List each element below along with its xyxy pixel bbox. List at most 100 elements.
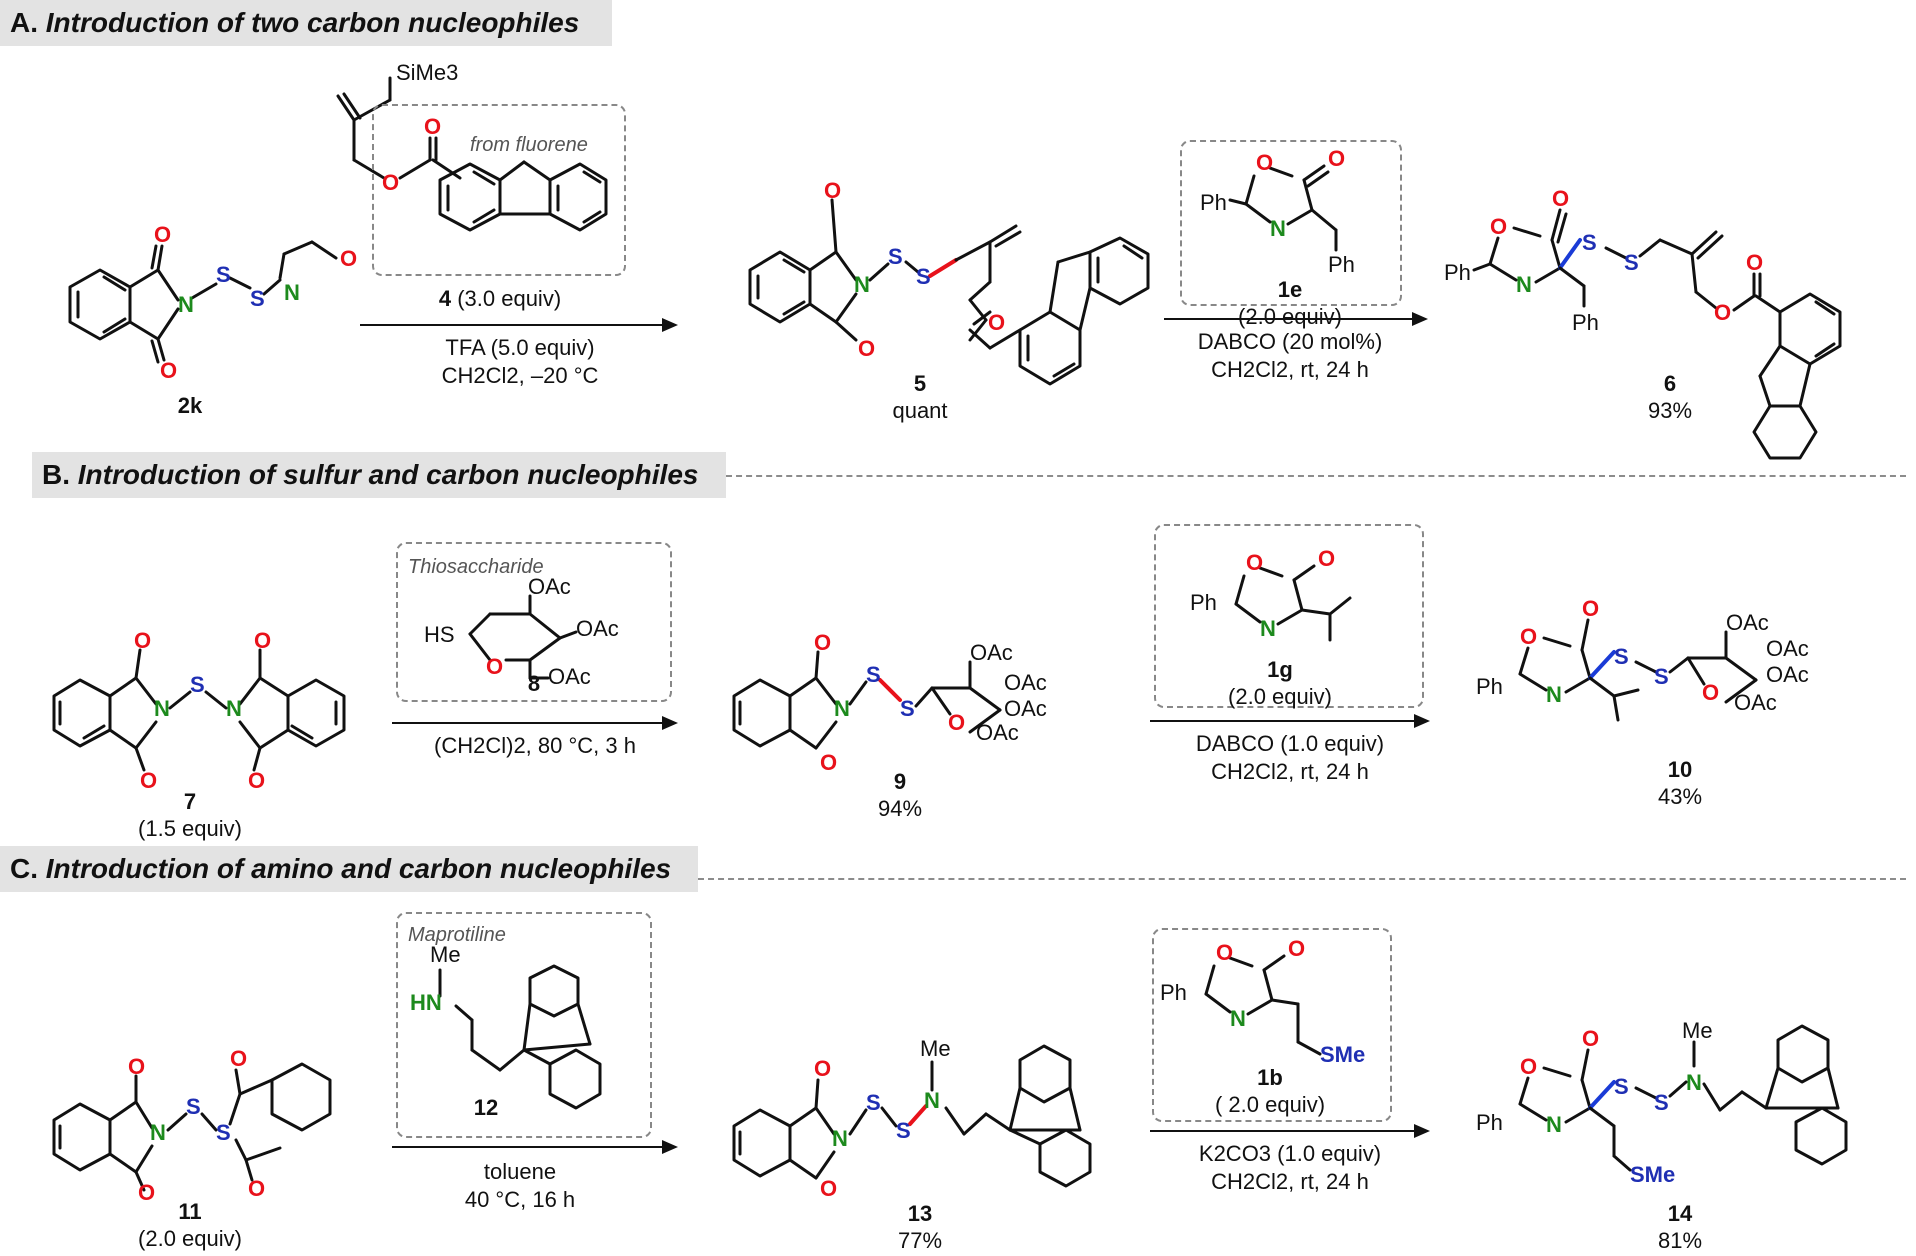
svg-text:Ph: Ph [1476,1110,1503,1135]
row-a-conditions-1b: CH2Cl2, –20 °C [441,363,599,388]
svg-text:S: S [866,1090,881,1115]
compound-14-caption: 14 81% [1657,1201,1703,1253]
compound-11-caption: 11 (2.0 equiv) [138,1199,242,1251]
atom-SiMe3: SiMe3 [396,60,458,85]
compound-9-caption: 9 94% [877,769,923,821]
svg-text:O: O [248,768,265,793]
row-b-conditions-2: DABCO (1.0 equiv) [1195,731,1385,756]
svg-text:S: S [896,1118,911,1143]
svg-text:OAc: OAc [1726,610,1769,635]
svg-text:O: O [1714,300,1731,325]
svg-text:S: S [250,286,265,311]
svg-text:O: O [1582,1026,1599,1051]
svg-text:O: O [1318,546,1335,571]
row-b-conditions-2b: CH2Cl2, rt, 24 h [1211,759,1369,784]
reagent-1e-box [1180,140,1402,306]
svg-text:O: O [824,178,841,203]
reagent-12-structure: Me HN [410,942,602,1110]
reagent-1g-label: 1g (2.0 equiv) [1228,657,1332,709]
reagent-4-structure: SiMe3 O O [336,60,462,195]
svg-text:SMe: SMe [1320,1042,1365,1067]
row-a-conditions-2: DABCO (20 mol%) [1197,329,1383,354]
reaction-arrow-b2 [1150,714,1430,728]
section-b-divider [726,475,1906,477]
svg-text:S: S [1614,644,1629,669]
compound-13-caption: 13 77% [897,1201,943,1253]
reagent-4-box [372,104,626,276]
compound-6-structure: O O N S S O O Ph Ph [1444,186,1842,460]
svg-text:S: S [216,1120,231,1145]
reagent-1e-label: 1e (2.0 equiv) [1238,277,1342,329]
svg-text:S: S [1582,230,1597,255]
svg-text:O: O [486,654,503,679]
compound-6-caption: 6 93% [1647,371,1693,423]
reagent-1g-box [1154,524,1424,708]
svg-text:O: O [254,628,271,653]
svg-text:Ph: Ph [1190,590,1217,615]
compound-11-structure: O O N S S O O [52,1046,332,1205]
svg-text:O: O [1328,146,1345,171]
svg-text:N: N [1546,682,1562,707]
svg-text:S: S [1614,1074,1629,1099]
svg-text:N: N [150,1120,166,1145]
section-a-header: A. Introduction of two carbon nucleophil… [0,0,612,46]
svg-text:OAc: OAc [1004,670,1047,695]
section-b-header: B. Introduction of sulfur and carbon nuc… [32,452,726,498]
section-a-letter: A. [10,7,38,38]
svg-text:SMe: SMe [1630,1162,1675,1187]
svg-text:OAc: OAc [1766,636,1809,661]
svg-text:O: O [1256,150,1273,175]
svg-text:Ph: Ph [1200,190,1227,215]
section-b-title: Introduction of sulfur and carbon nucleo… [77,459,699,490]
compound-5-structure: O O N S S O [748,178,1022,361]
atom-O: O [154,222,171,247]
reagent-1g-structure: O O N Ph [1190,546,1352,642]
svg-text:O: O [140,768,157,793]
svg-text:S: S [900,696,915,721]
compound-14-structure: O O N S S N Me Ph SMe [1476,1018,1848,1187]
reaction-arrow-a2 [1164,312,1428,326]
svg-text:O: O [424,114,441,139]
compound-2k-label: 2k [177,393,203,418]
svg-text:N: N [154,696,170,721]
compound-13-structure: O O N S S N Me [732,1036,1092,1201]
svg-text:O: O [1216,940,1233,965]
fluorene-ring-structure [438,160,608,232]
svg-text:O: O [128,1054,145,1079]
svg-text:S: S [1654,664,1669,689]
section-c-header: C. Introduction of amino and carbon nucl… [0,846,698,892]
section-b-letter: B. [42,459,70,490]
from-fluorene-label: from fluorene [470,134,588,156]
svg-text:O: O [1702,680,1719,705]
svg-text:OAc: OAc [1766,662,1809,687]
svg-text:O: O [1288,936,1305,961]
svg-text:N: N [226,696,242,721]
row-c-conditions-1b: 40 °C, 16 h [464,1187,576,1212]
row-a-conditions-2b: CH2Cl2, rt, 24 h [1211,357,1369,382]
compound-7-structure: O O N S N O O [52,628,346,793]
svg-text:O: O [230,1046,247,1071]
svg-text:Ph: Ph [1572,310,1599,335]
svg-text:O: O [988,310,1005,335]
svg-text:O: O [134,628,151,653]
section-c-title: Introduction of amino and carbon nucleop… [45,853,672,884]
svg-text:Me: Me [920,1036,951,1061]
reagent-1e-structure: O O N Ph Ph [1200,146,1355,277]
svg-text:O: O [382,170,399,195]
row-c-conditions-2b: CH2Cl2, rt, 24 h [1211,1169,1369,1194]
section-c-divider [698,878,1906,880]
svg-text:O: O [138,1180,155,1205]
svg-text:OAc: OAc [1004,696,1047,721]
row-c-conditions-1: toluene [483,1159,557,1184]
svg-text:OAc: OAc [548,664,591,689]
svg-text:N: N [924,1088,940,1113]
svg-text:N: N [178,292,194,317]
svg-text:O: O [1520,1054,1537,1079]
svg-text:N: N [854,272,870,297]
section-c-letter: C. [10,853,38,884]
svg-text:Ph: Ph [1444,260,1471,285]
svg-text:O: O [814,1056,831,1081]
reagent-1b-box [1152,928,1392,1122]
svg-text:O: O [948,710,965,735]
svg-text:S: S [916,264,931,289]
